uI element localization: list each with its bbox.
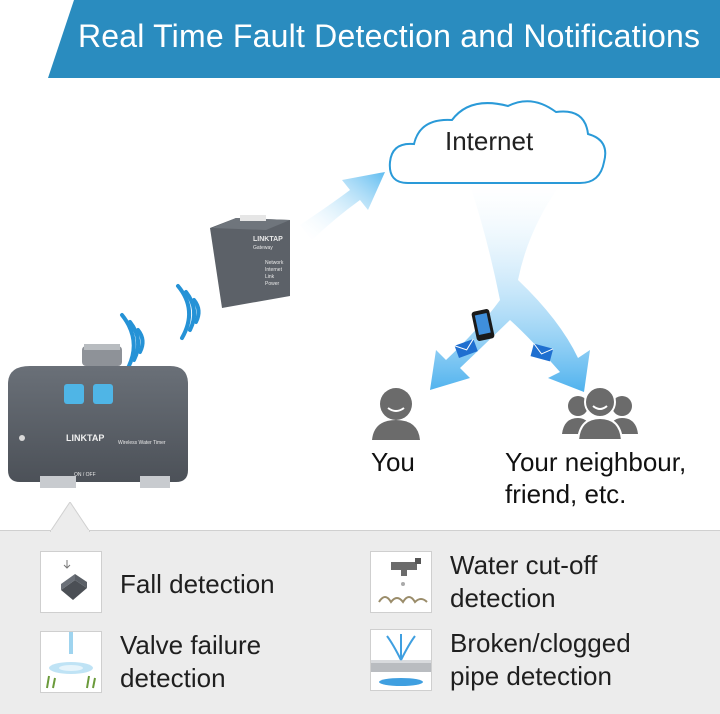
person-icon bbox=[372, 388, 420, 440]
gateway-led-label: Power bbox=[265, 281, 280, 287]
feature-label: Fall detection bbox=[120, 568, 275, 599]
page-title: Real Time Fault Detection and Notificati… bbox=[78, 18, 701, 54]
envelope-icon bbox=[530, 343, 554, 362]
feature-label: Broken/clogged bbox=[450, 628, 631, 658]
feature-label: Valve failure bbox=[120, 630, 262, 660]
recipient-you-label: You bbox=[371, 447, 415, 477]
fall-detection-icon bbox=[40, 551, 102, 613]
valve-failure-icon bbox=[40, 631, 102, 693]
gateway-led-label: Network bbox=[265, 260, 284, 266]
water-cutoff-icon bbox=[370, 551, 432, 613]
feature-broken-pipe: Broken/clogged pipe detection bbox=[370, 627, 631, 693]
feature-label: Water cut-off bbox=[450, 550, 598, 580]
feature-label: detection bbox=[450, 583, 556, 613]
gateway-device bbox=[210, 215, 290, 308]
group-icon bbox=[562, 386, 638, 441]
feature-water-cutoff: Water cut-off detection bbox=[370, 549, 597, 615]
gateway-led-label: Internet bbox=[265, 267, 282, 273]
title-banner bbox=[48, 0, 720, 78]
gateway-led-label: Link bbox=[265, 274, 275, 280]
feature-label: pipe detection bbox=[450, 661, 612, 691]
upload-arrow bbox=[300, 172, 385, 240]
gateway-name: Gateway bbox=[253, 245, 273, 251]
internet-label: Internet bbox=[445, 126, 534, 156]
feature-label: detection bbox=[120, 663, 226, 693]
notification-arrows bbox=[430, 185, 590, 392]
internet-cloud bbox=[388, 100, 607, 185]
recipient-others-line1: Your neighbour, bbox=[505, 447, 687, 477]
device-brand: LINKTAP bbox=[66, 433, 105, 443]
feature-valve-failure: Valve failure detection bbox=[40, 629, 261, 695]
device-switch-label: ON / OFF bbox=[74, 472, 96, 478]
broken-pipe-icon bbox=[370, 629, 432, 691]
wireless-signal-icon bbox=[120, 284, 201, 370]
water-timer-device bbox=[8, 344, 188, 488]
gateway-brand: LINKTAP bbox=[253, 236, 283, 243]
envelope-icon bbox=[454, 338, 478, 358]
recipient-others-line2: friend, etc. bbox=[505, 479, 627, 509]
features-panel: Fall detection Water cut-off detection bbox=[0, 502, 720, 714]
device-model: Wireless Water Timer bbox=[118, 440, 166, 446]
callout-pointer bbox=[50, 502, 90, 532]
phone-icon bbox=[471, 309, 495, 341]
feature-fall-detection: Fall detection bbox=[40, 551, 275, 613]
